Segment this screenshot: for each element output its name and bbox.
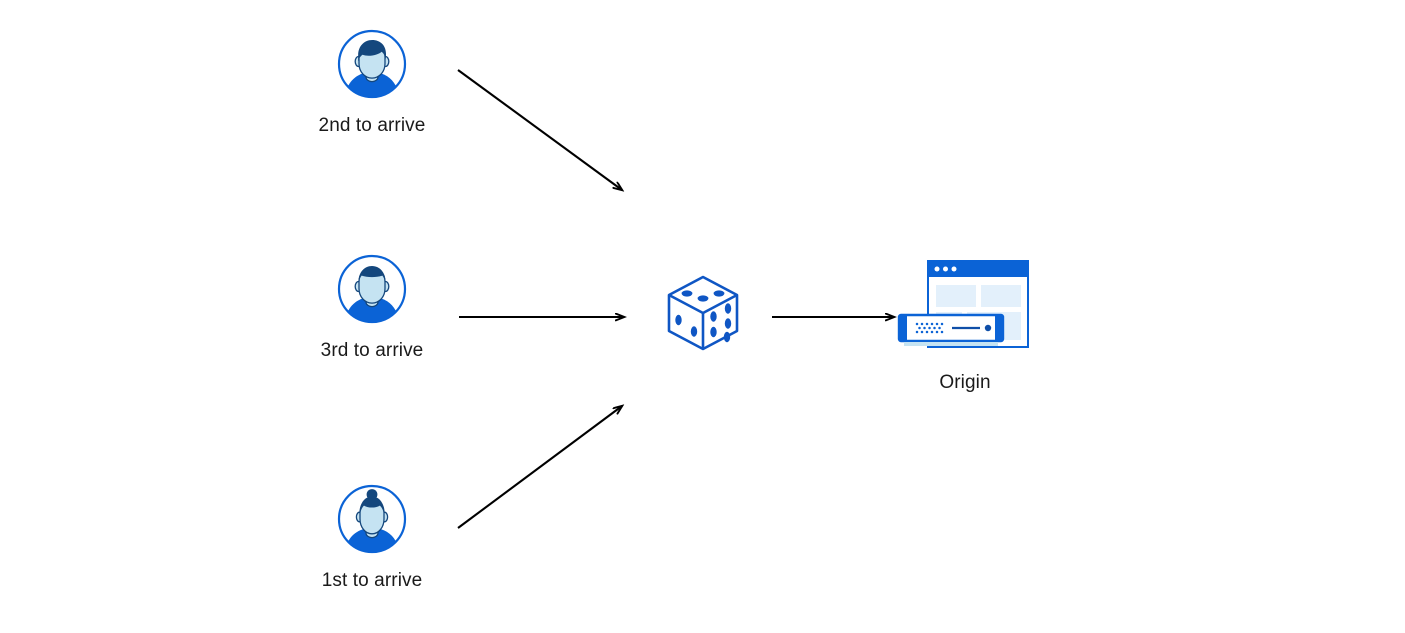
origin-label: Origin: [939, 372, 991, 393]
arrow-client-1st-to-dice: [457, 406, 622, 529]
randomizer-node[interactable]: [655, 268, 751, 358]
user-avatar-icon: [336, 28, 408, 100]
user-avatar-icon: [336, 483, 408, 555]
client-node-3rd[interactable]: 3rd to arrive: [316, 253, 428, 360]
arrow-client-2nd-to-dice: [457, 69, 622, 190]
origin-node[interactable]: Origin: [895, 258, 1035, 392]
dice-icon: [658, 268, 748, 358]
client-label-2nd: 2nd to arrive: [318, 115, 426, 136]
client-label-1st: 1st to arrive: [321, 570, 423, 591]
client-node-1st[interactable]: 1st to arrive: [316, 483, 428, 590]
server-appliance-icon: [897, 313, 1005, 346]
client-node-2nd[interactable]: 2nd to arrive: [316, 28, 428, 135]
client-label-3rd: 3rd to arrive: [320, 340, 424, 361]
origin-server-icon: [895, 258, 1035, 358]
user-avatar-icon: [336, 253, 408, 325]
